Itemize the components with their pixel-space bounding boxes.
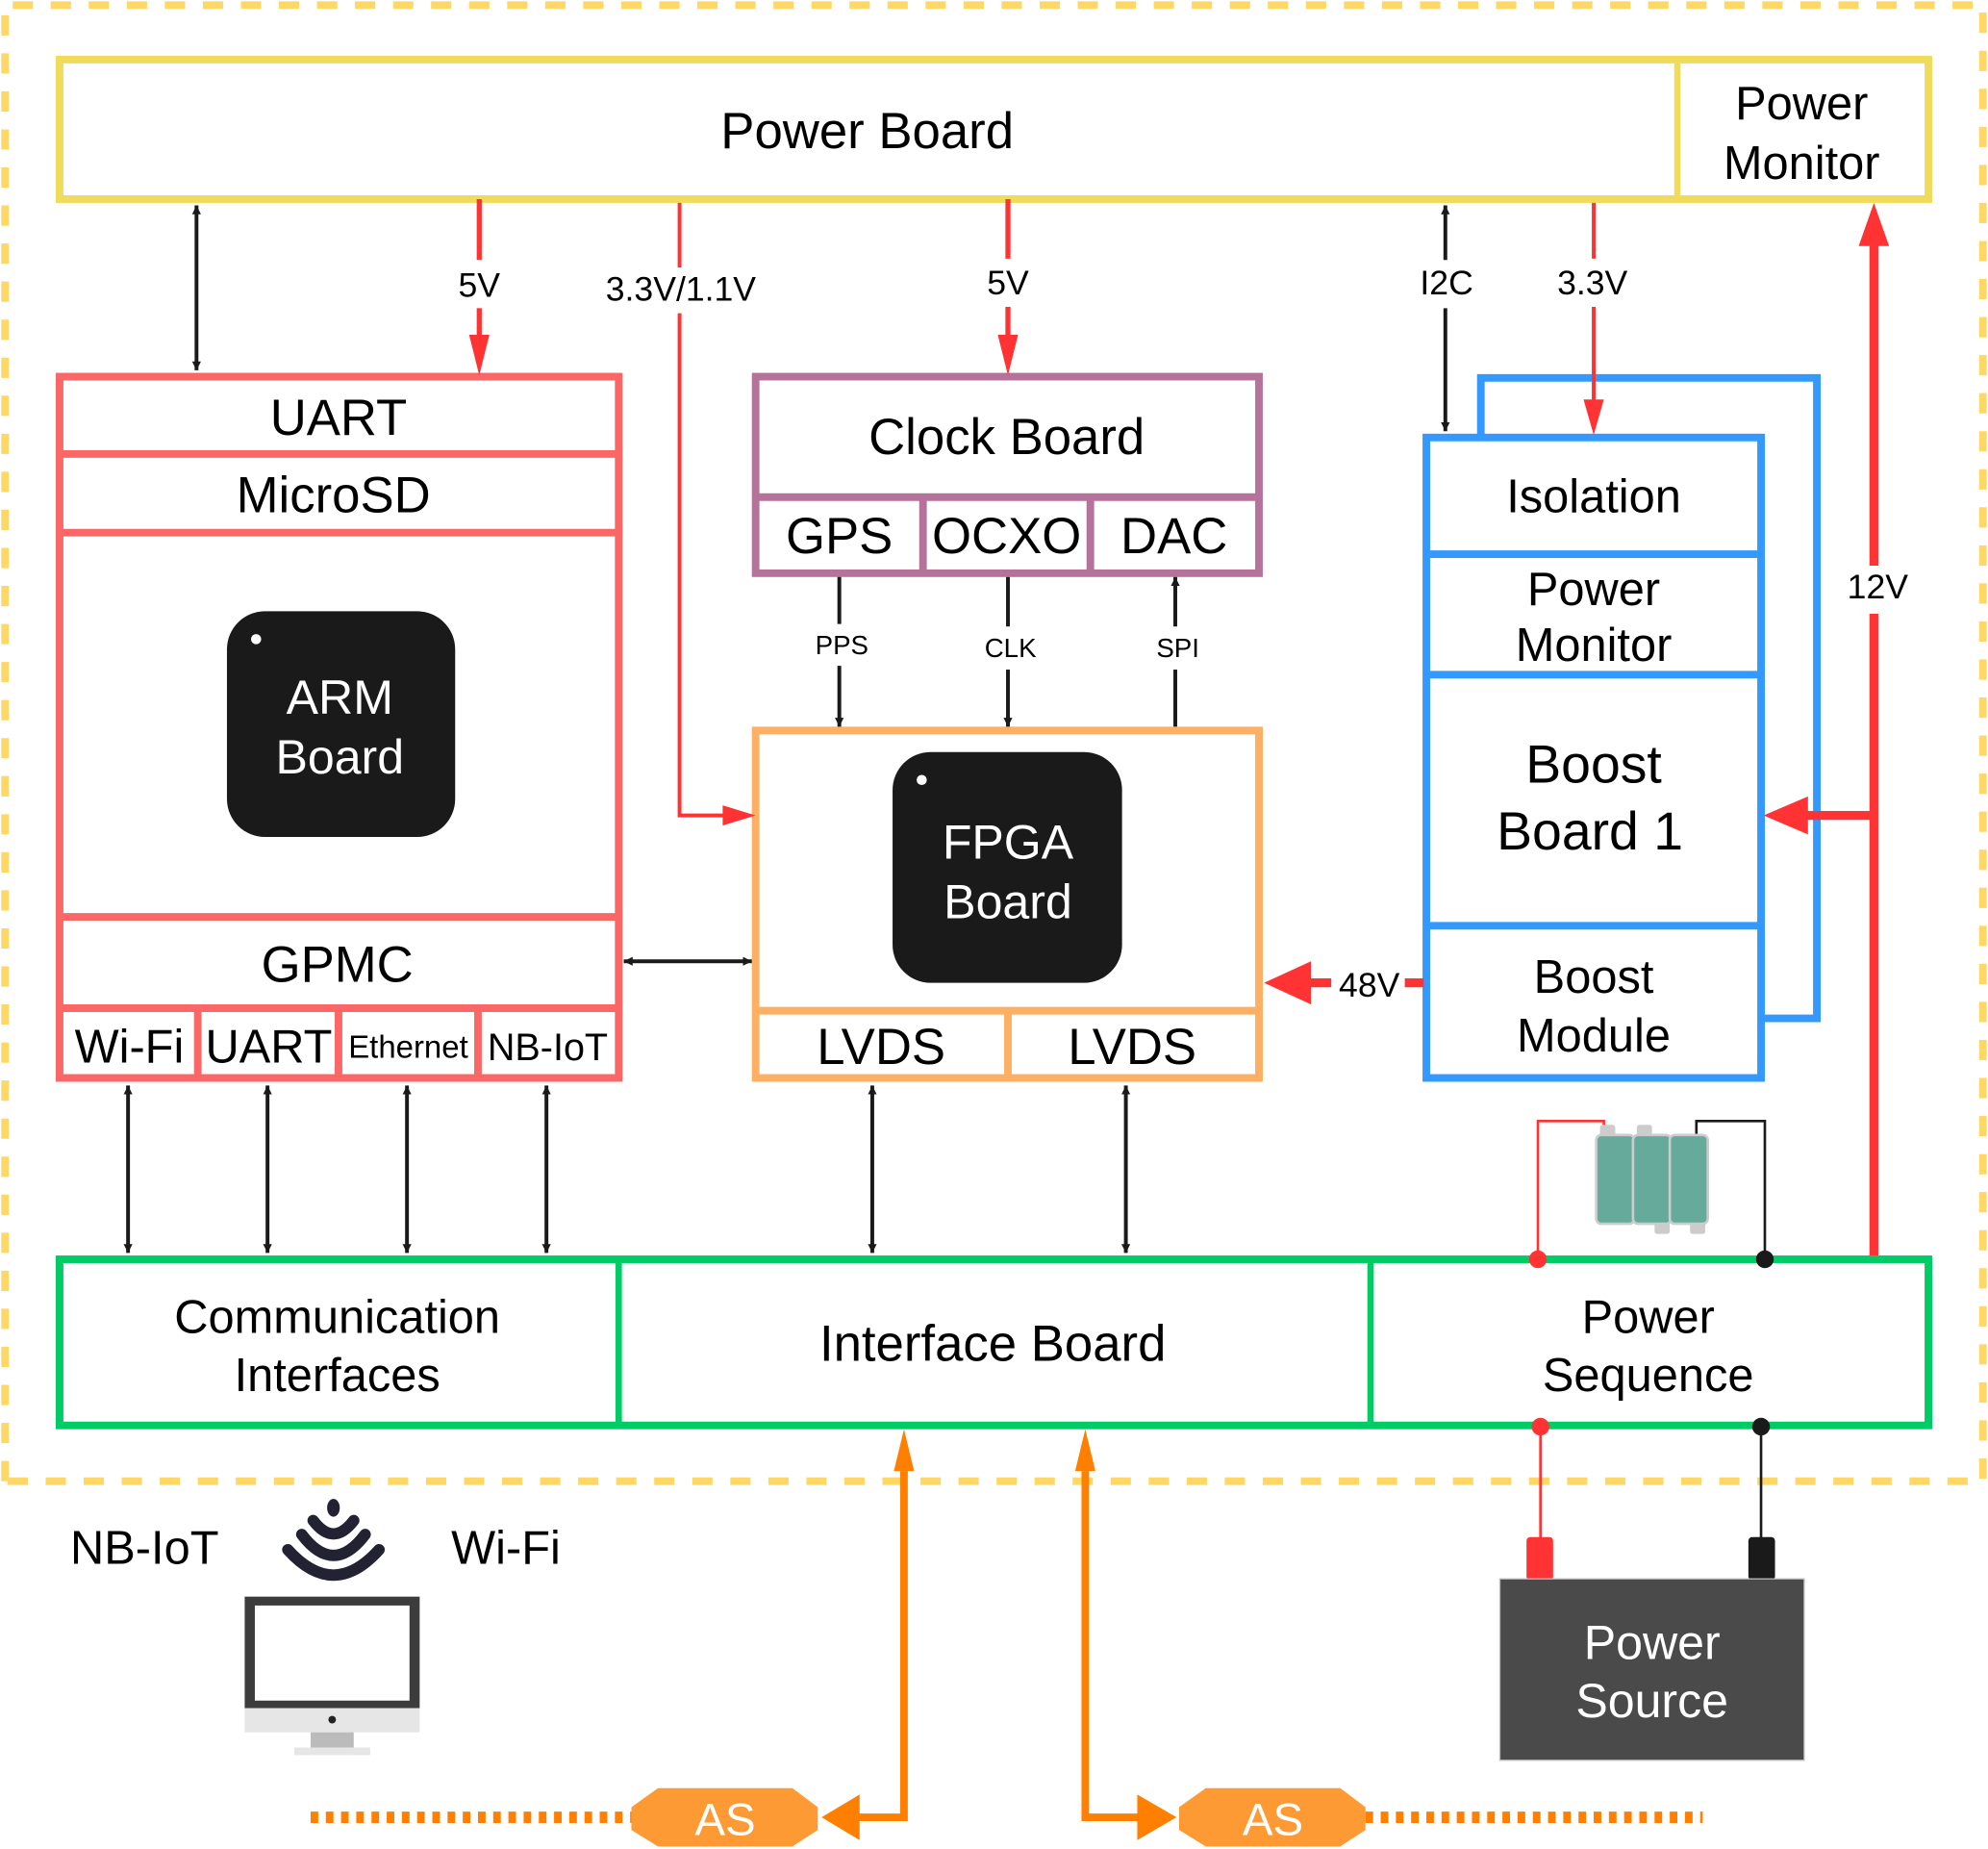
isolation-3v3-label: 3.3V (1557, 264, 1627, 302)
fpga-48v-power-arrow: 48V (1264, 961, 1424, 1004)
boost-monitor-line2: Monitor (1516, 620, 1673, 671)
wireless-signal-icon (282, 1499, 386, 1582)
analog-sensor-right[interactable]: AS (1178, 1787, 1703, 1847)
arm-chip-label-line2: Board (275, 730, 404, 784)
power-source[interactable]: Power Source (1498, 1417, 1805, 1761)
communication-interfaces-section[interactable]: Communication Interfaces (174, 1291, 500, 1402)
boost-board1-line1: Boost (1525, 734, 1662, 794)
arm-board[interactable]: UART MicroSD ARM Board GPMC Wi-Fi UART E… (56, 372, 623, 1082)
fpga-board[interactable]: FPGA Board LVDS LVDS (751, 726, 1263, 1082)
power-seq-line1: Power (1582, 1291, 1715, 1343)
power-monitor-label-line2: Monitor (1724, 138, 1880, 190)
comm-label-line2: Interfaces (235, 1350, 440, 1402)
isolation-3v3-power-arrow: 3.3V (1557, 202, 1628, 436)
as-right-label: AS (1243, 1794, 1303, 1845)
external-nbiot-label: NB-IoT (70, 1522, 218, 1574)
external-wifi-label: Wi-Fi (451, 1522, 561, 1574)
clock-dac-label: DAC (1120, 508, 1227, 565)
power-monitor-label-line1: Power (1735, 78, 1868, 130)
as-left-label: AS (694, 1794, 755, 1845)
clock-gps-label: GPS (786, 508, 893, 565)
power-board-label: Power Board (720, 103, 1014, 160)
battery-pack-icon (1528, 1120, 1774, 1269)
boost-board[interactable]: Isolation Power Monitor Boost Board 1 Bo… (1422, 373, 1821, 1082)
clock-board-label: Clock Board (868, 409, 1145, 466)
power-seq-line2: Sequence (1543, 1350, 1754, 1402)
fpga-48v-label: 48V (1339, 966, 1400, 1004)
boost-12v-label: 12V (1848, 568, 1909, 606)
arm-port-ethernet: Ethernet (348, 1028, 468, 1064)
comm-label-line1: Communication (174, 1291, 500, 1343)
as-left-to-interface-arrow (821, 1429, 915, 1840)
clock-ocxo-label: OCXO (932, 508, 1081, 565)
interface-board[interactable]: Communication Interfaces Interface Board… (56, 1255, 1932, 1430)
i2c-label: I2C (1420, 264, 1472, 302)
fpga-lvds-right: LVDS (1068, 1019, 1196, 1076)
boost-module-line1: Boost (1534, 951, 1654, 1003)
pps-label: PPS (816, 630, 868, 660)
as-right-to-interface-arrow (1074, 1429, 1177, 1840)
arm-chip-label-line1: ARM (287, 671, 393, 724)
boost-board1-line2: Board 1 (1497, 801, 1683, 861)
fpga-chip-label-line2: Board (944, 874, 1072, 928)
arm-5v-label: 5V (459, 266, 501, 304)
boost-module-line2: Module (1517, 1010, 1671, 1062)
arm-5v-power-arrow: 5V (459, 198, 501, 376)
power-board-monitor[interactable]: Power Monitor (1724, 78, 1880, 190)
spi-arrow: SPI (1156, 576, 1199, 727)
pps-arrow: PPS (816, 576, 868, 727)
boost-isolation-label: Isolation (1506, 471, 1681, 523)
clock-5v-label: 5V (987, 264, 1029, 302)
lvds-to-interface-arrows (868, 1085, 1131, 1254)
power-source-line1: Power (1584, 1615, 1721, 1669)
spi-label: SPI (1156, 633, 1199, 663)
fpga-chip-label-line1: FPGA (943, 815, 1074, 869)
12v-power-line: 12V (1763, 202, 1909, 1256)
fpga-3v3-label: 3.3V/1.1V (606, 269, 757, 308)
arm-port-nbiot: NB-IoT (488, 1026, 608, 1069)
analog-sensor-left[interactable]: AS (310, 1787, 818, 1847)
fpga-3v3-power-arrow: 3.3V/1.1V (606, 202, 757, 826)
i2c-bidirectional-arrow: I2C (1420, 205, 1473, 432)
arm-port-wifi: Wi-Fi (75, 1022, 185, 1074)
arm-chip-icon: ARM Board (226, 611, 456, 838)
power-source-positive-terminal (1526, 1536, 1553, 1581)
fpga-lvds-left: LVDS (817, 1019, 945, 1076)
clock-board[interactable]: Clock Board GPS OCXO DAC (751, 372, 1263, 577)
power-source-negative-terminal (1748, 1536, 1775, 1581)
arm-ports-to-interface-arrows (123, 1085, 551, 1254)
computer-monitor-icon (244, 1596, 420, 1756)
power-source-line2: Source (1575, 1674, 1728, 1728)
arm-uart-label: UART (270, 390, 408, 446)
arm-microsd-label: MicroSD (237, 468, 431, 524)
clock-5v-power-arrow: 5V (987, 198, 1029, 376)
arm-port-uart: UART (206, 1022, 333, 1074)
clk-label: CLK (985, 633, 1037, 663)
arm-gpmc-label: GPMC (262, 936, 414, 993)
power-sequence-section[interactable]: Power Sequence (1543, 1291, 1754, 1402)
interface-board-label: Interface Board (819, 1315, 1166, 1372)
boost-monitor-line1: Power (1527, 564, 1660, 616)
clk-arrow: CLK (985, 576, 1037, 727)
fpga-chip-icon: FPGA Board (893, 751, 1122, 983)
power-board[interactable]: Power Board Power Monitor (56, 56, 1932, 203)
